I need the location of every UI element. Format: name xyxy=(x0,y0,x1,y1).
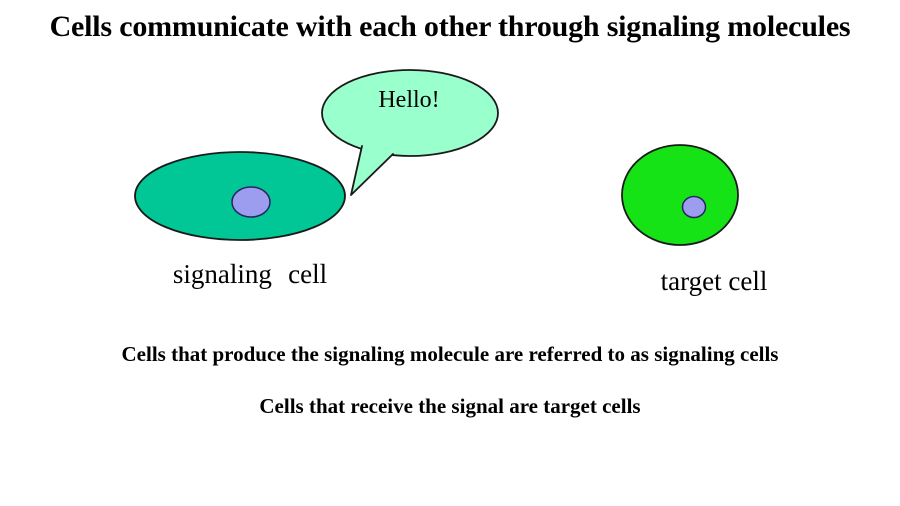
signaling-cell-nucleus xyxy=(231,186,271,218)
speech-bubble-text: Hello! xyxy=(378,87,440,113)
speech-bubble-tail-icon xyxy=(350,145,394,196)
target-cell-label: target cell xyxy=(660,266,768,296)
note-target-cells: Cells that receive the signal are target… xyxy=(259,394,641,418)
target-cell-nucleus xyxy=(681,195,707,219)
target-cell-shape xyxy=(621,144,739,246)
note-signaling-cells: Cells that produce the signaling molecul… xyxy=(121,342,779,366)
slide-title: Cells communicate with each other throug… xyxy=(49,10,851,43)
signaling-cell-label: signaling cell xyxy=(172,259,328,289)
speech-bubble xyxy=(321,69,499,157)
